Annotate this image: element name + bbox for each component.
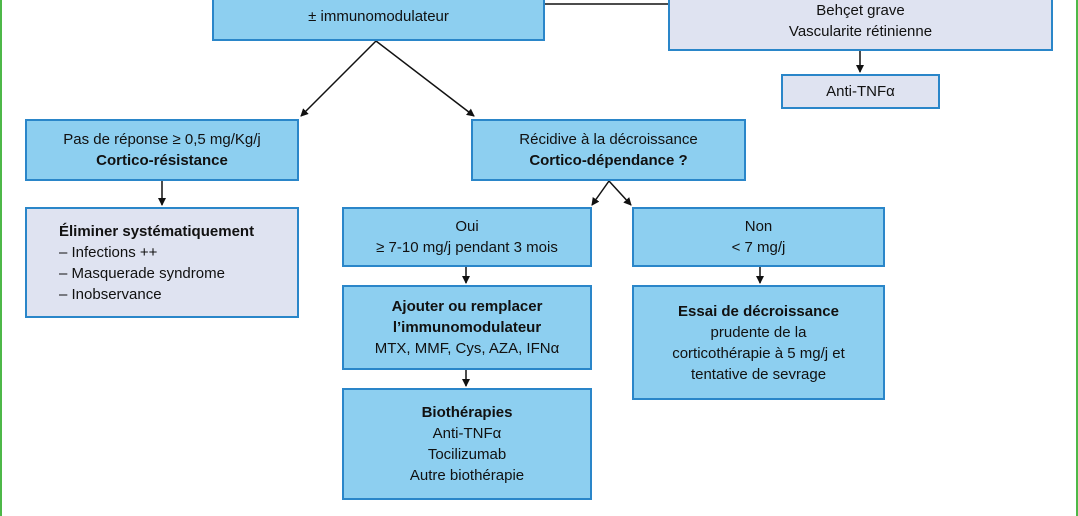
taper-trial-line-3: corticothérapie à 5 mg/j et [672,344,845,362]
non-line-2: < 7 mg/j [731,239,786,256]
biotherapies-line-2: Anti-TNFα [432,425,502,442]
top-left-line-1: ± immunomodulateur [308,8,449,25]
relapse-line-2: Cortico-dépendance ? [529,152,688,169]
add-replace-line-1: Ajouter ou remplacer [391,298,543,315]
box-taper-trial: Essai de décroissance prudente de la cor… [632,285,885,400]
biotherapies-line-4: Autre biothérapie [409,467,525,484]
top-right-line-2: Vascularite rétinienne [788,22,933,40]
box-immunomodulator-top: ± immunomodulateur [212,0,545,41]
box-non: Non < 7 mg/j [632,207,885,267]
arrow-relapse-to-non [608,180,632,206]
eliminate-line-1: Éliminer systématiquement [59,222,255,240]
taper-trial-line-2: prudente de la [710,323,807,341]
non-line-1: Non [744,218,773,235]
arrow-top-left-to-relapse [375,40,475,117]
eliminate-line-3: – Masquerade syndrome [59,264,225,282]
taper-trial-line-4: tentative de sevrage [690,365,827,383]
box-add-replace: Ajouter ou remplacer l’immunomodulateur … [342,285,592,370]
add-replace-line-3: MTX, MMF, Cys, AZA, IFNα [374,340,560,357]
relapse-line-1: Récidive à la décroissance [519,131,698,148]
box-oui: Oui ≥ 7-10 mg/j pendant 3 mois [342,207,592,267]
no-response-line-2: Cortico-résistance [96,152,228,169]
arrow-top-left-to-no-response [300,40,377,117]
box-relapse: Récidive à la décroissance Cortico-dépen… [471,119,746,181]
biotherapies-line-3: Tocilizumab [427,446,507,463]
oui-line-2: ≥ 7-10 mg/j pendant 3 mois [376,239,558,256]
taper-trial-line-1: Essai de décroissance [678,302,839,320]
add-replace-line-2: l’immunomodulateur [392,319,542,336]
no-response-line-1: Pas de réponse ≥ 0,5 mg/Kg/j [63,131,261,148]
box-behcet-severe: Behçet grave Vascularite rétinienne [668,0,1053,51]
oui-line-1: Oui [455,218,479,235]
top-right-line-1: Behçet grave [816,1,905,19]
anti-tnf-right-line-1: Anti-TNFα [826,83,895,100]
box-biotherapies: Biothérapies Anti-TNFα Tocilizumab Autre… [342,388,592,500]
eliminate-line-4: – Inobservance [59,285,162,303]
box-eliminate: Éliminer systématiquement – Infections +… [25,207,299,318]
box-no-response: Pas de réponse ≥ 0,5 mg/Kg/j Cortico-rés… [25,119,299,181]
eliminate-line-2: – Infections ++ [59,243,158,261]
box-anti-tnf-right: Anti-TNFα [781,74,940,109]
arrow-relapse-to-oui [591,180,610,206]
biotherapies-line-1: Biothérapies [421,404,513,421]
